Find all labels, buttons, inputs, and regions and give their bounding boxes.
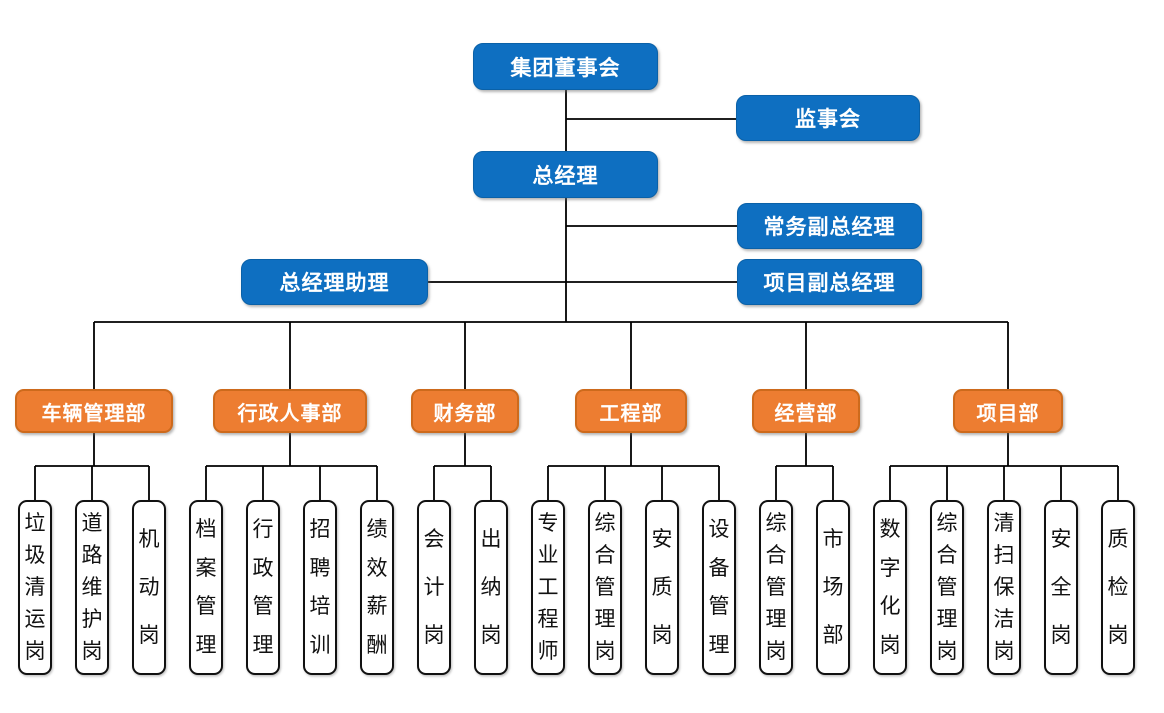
pos-safety: 安全岗	[1044, 500, 1078, 675]
pos-garbage-removal: 垃圾清运岗	[18, 500, 52, 675]
pos-archives: 档案管理	[189, 500, 223, 675]
node-general-manager: 总经理	[473, 151, 658, 198]
dept-operations: 经营部	[752, 389, 860, 433]
node-supervisory-board: 监事会	[736, 95, 920, 141]
pos-mobile: 机动岗	[132, 500, 166, 675]
pos-performance-pay: 绩效薪酬	[360, 500, 394, 675]
pos-accounting: 会计岗	[417, 500, 451, 675]
connector-path	[34, 90, 1119, 500]
dept-finance: 财务部	[411, 389, 519, 433]
pos-general-mgmt-eng: 综合管理岗	[588, 500, 622, 675]
dept-vehicle-management: 车辆管理部	[15, 389, 173, 433]
pos-sweeping-cleaning: 清扫保洁岗	[987, 500, 1021, 675]
pos-safety-quality: 安质岗	[645, 500, 679, 675]
pos-general-mgmt-proj: 综合管理岗	[930, 500, 964, 675]
node-project-deputy-gm: 项目副总经理	[737, 259, 922, 305]
node-gm-assistant: 总经理助理	[241, 259, 428, 305]
dept-engineering: 工程部	[575, 389, 687, 433]
pos-recruit-training: 招聘培训	[303, 500, 337, 675]
pos-digitalization: 数字化岗	[873, 500, 907, 675]
dept-admin-hr: 行政人事部	[213, 389, 367, 433]
pos-quality-inspection: 质检岗	[1101, 500, 1135, 675]
pos-general-mgmt-ops: 综合管理岗	[759, 500, 793, 675]
pos-administration: 行政管理	[246, 500, 280, 675]
node-executive-deputy-gm: 常务副总经理	[737, 203, 922, 249]
pos-market: 市场部	[816, 500, 850, 675]
pos-road-maintenance: 道路维护岗	[75, 500, 109, 675]
pos-cashier: 出纳岗	[474, 500, 508, 675]
dept-project: 项目部	[953, 389, 1063, 433]
pos-equipment-mgmt: 设备管理	[702, 500, 736, 675]
node-group-board: 集团董事会	[473, 43, 658, 90]
pos-professional-engineer: 专业工程师	[531, 500, 565, 675]
